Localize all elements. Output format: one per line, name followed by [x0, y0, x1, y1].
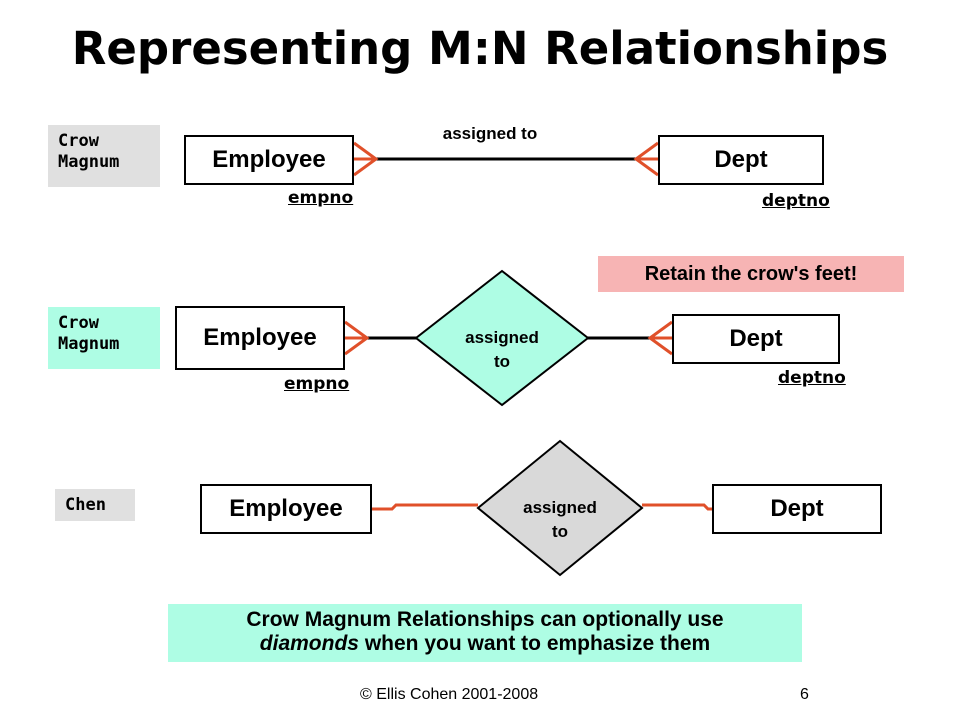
notation-tag-chen: Chen [55, 489, 135, 521]
callout-retain-crows-feet: Retain the crow's feet! [598, 256, 904, 292]
notation-tag-crow-magnum-2: Crow Magnum [48, 307, 160, 369]
entity-dept-2: Dept [672, 314, 840, 364]
note-line2-rest: when you want to emphasize them [358, 632, 711, 655]
relationship-label-1: assigned to [442, 124, 538, 143]
relationship-label-3: assigned to [505, 496, 615, 544]
key-deptno-2: deptno [778, 368, 846, 388]
entity-employee-2: Employee [175, 306, 345, 370]
relationship-diamond-3 [476, 439, 644, 577]
notation-tag-crow-magnum-1: Crow Magnum [48, 125, 160, 187]
note-emphasis: diamonds [259, 632, 359, 655]
key-empno-2: empno [284, 374, 350, 394]
entity-employee-3: Employee [200, 484, 372, 534]
footer-copyright: © Ellis Cohen 2001-2008 [360, 686, 539, 703]
relationship-label-3-line1: assigned [523, 498, 597, 517]
page-title: Representing M:N Relationships [71, 22, 889, 75]
key-deptno-1: deptno [762, 191, 830, 211]
note-box: Crow Magnum Relationships can optionally… [168, 604, 802, 662]
entity-dept-1: Dept [658, 135, 824, 185]
entity-dept-3: Dept [712, 484, 882, 534]
chen-line-right [642, 503, 712, 511]
relationship-label-3-line2: to [551, 522, 569, 541]
entity-employee-1: Employee [184, 135, 354, 185]
key-empno-1: empno [288, 188, 354, 208]
page-number: 6 [800, 686, 809, 703]
relationship-label-2: assigned to [447, 326, 557, 374]
relationship-label-2-line2: to [493, 352, 511, 371]
note-line1: Crow Magnum Relationships can optionally… [246, 608, 724, 631]
relationship-label-2-line1: assigned [465, 328, 539, 347]
chen-line-left [372, 503, 478, 511]
relationship-diamond-2 [414, 269, 590, 407]
note-line2: diamonds when you want to emphasize them [168, 632, 802, 656]
